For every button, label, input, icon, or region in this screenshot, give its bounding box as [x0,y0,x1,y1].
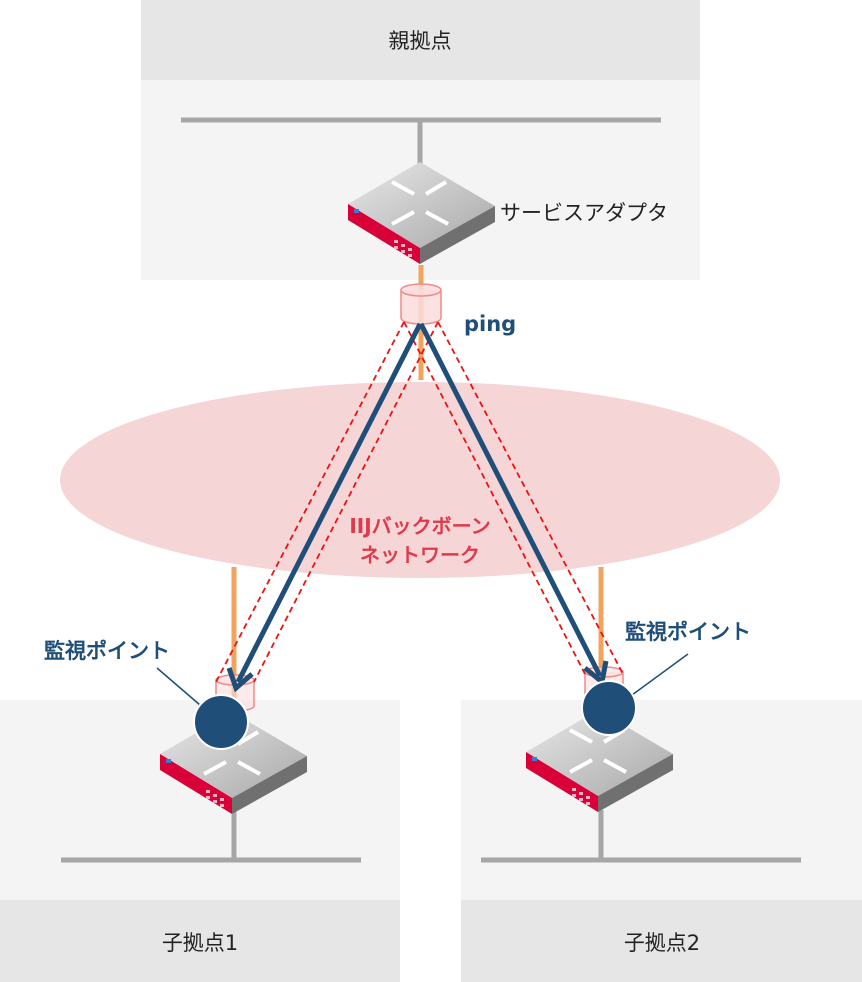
parent-site-title: 親拠点 [389,29,452,53]
iij-backbone-cloud [60,382,780,578]
ping-source-cylinder-icon [400,283,442,325]
backbone-label-1: IIJバックボーン [349,514,490,538]
ping-path-dashed [215,321,624,683]
child-site-1-header [0,900,400,982]
monitor-callout-2 [631,653,689,696]
monitor-point-1-icon [193,694,249,750]
child-site-2-title: 子拠点2 [624,931,700,955]
monitor-callout-1 [156,667,201,706]
ping-label: ping [464,312,516,336]
monitor-point-2-label: 監視ポイント [625,620,751,644]
monitor-point-1-label: 監視ポイント [44,639,170,663]
service-adapter-label: サービスアダプタ [500,201,668,225]
monitor-point-2-icon [581,680,637,736]
child-site-1-title: 子拠点1 [162,931,238,955]
child-site-2-header [461,900,862,982]
backbone-label-2: ネットワーク [360,543,480,567]
ping-arrows [226,322,609,693]
parent-site-header [141,0,700,80]
child-site-2-area [461,700,862,900]
